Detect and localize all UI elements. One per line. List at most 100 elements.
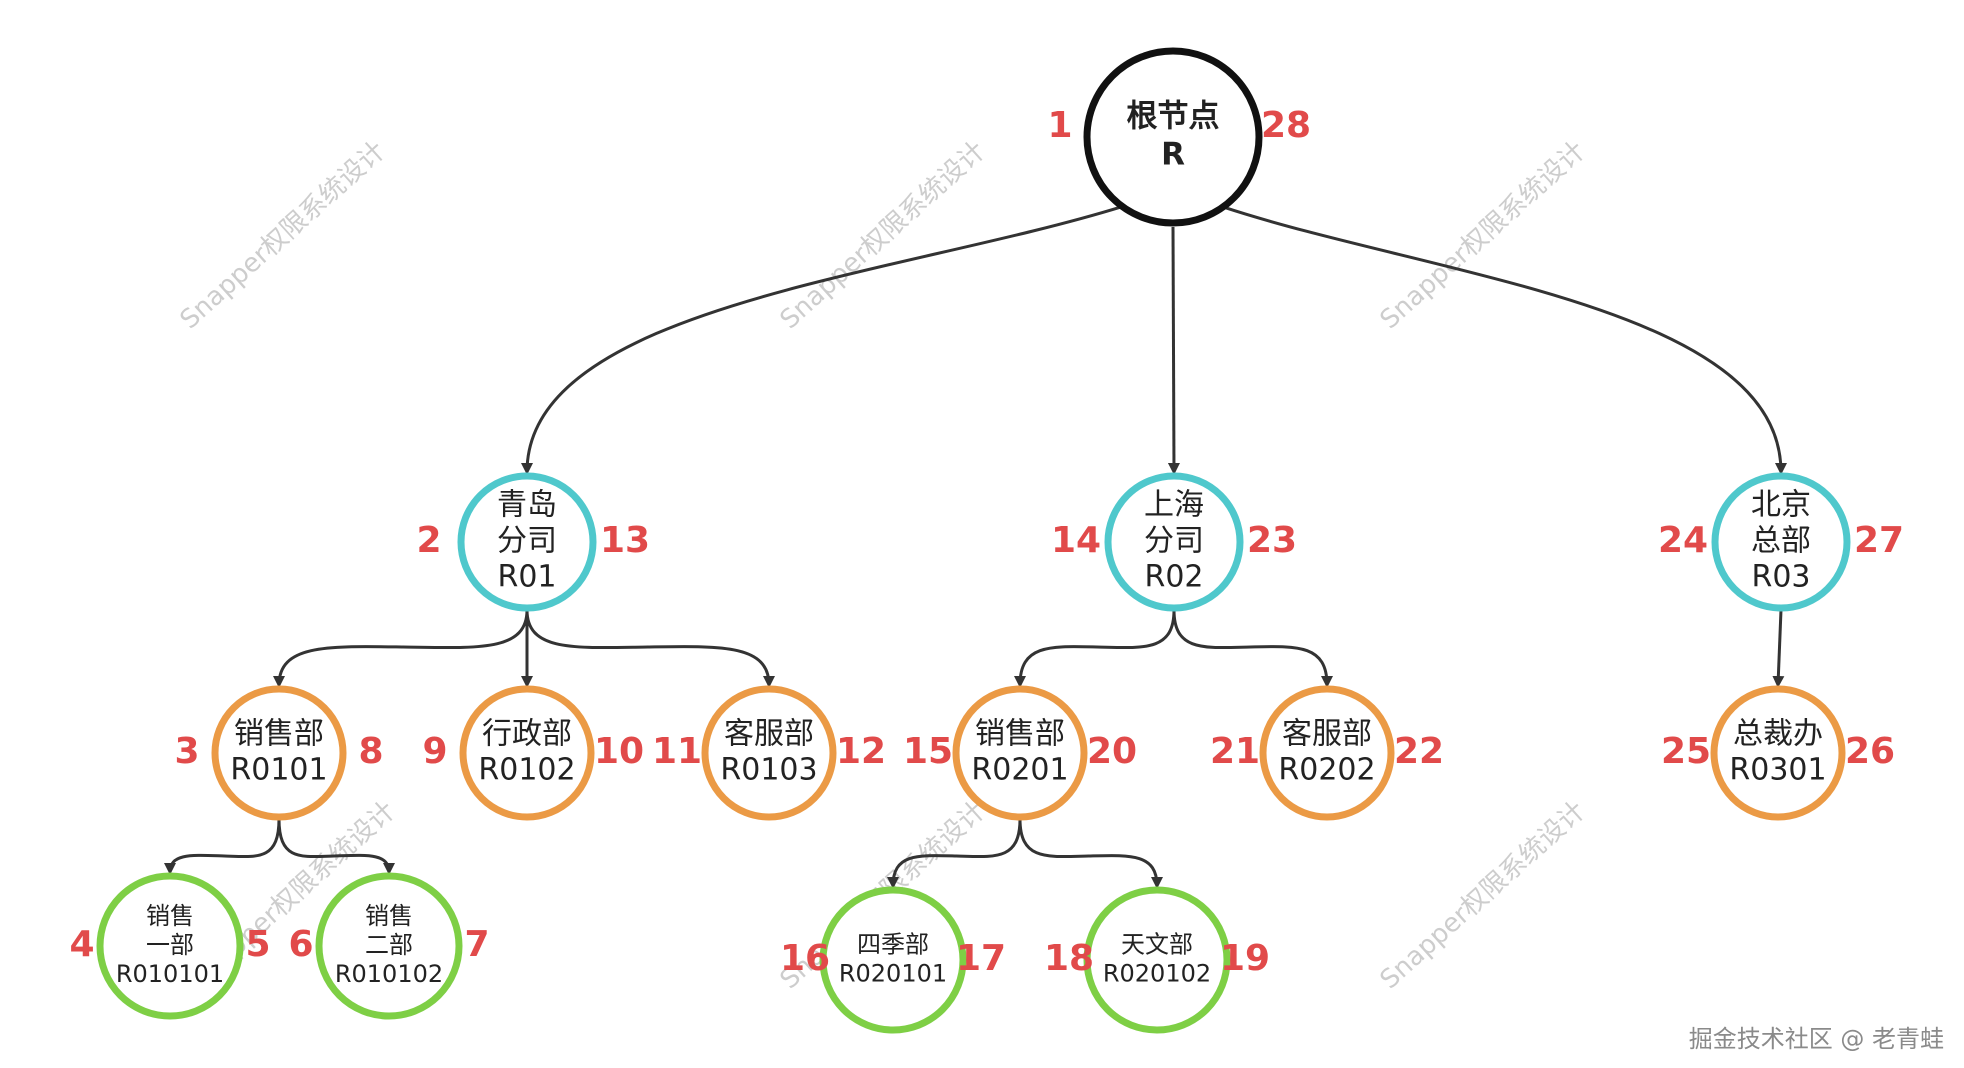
node-label-line: 四季部 xyxy=(857,931,929,959)
node-label-line: 青岛 xyxy=(497,488,557,523)
node-circle xyxy=(1711,472,1851,612)
node-label-line: 根节点 xyxy=(1127,99,1220,135)
edge-R0101-to-R010102 xyxy=(277,818,395,875)
node-label-line: 总裁办 xyxy=(1733,717,1823,752)
order-number-right: 7 xyxy=(464,924,489,965)
node-circle xyxy=(96,872,244,1020)
node-circle xyxy=(1259,685,1395,821)
order-number-right: 17 xyxy=(956,938,1006,979)
node-label-line: R0301 xyxy=(1729,753,1826,788)
node-label-line: 销售部 xyxy=(234,717,324,752)
edge-root-to-R02 xyxy=(1167,226,1180,475)
order-number-right: 23 xyxy=(1247,520,1297,561)
edge-R02-to-R0202 xyxy=(1172,609,1333,688)
node-label-line: R020102 xyxy=(1103,960,1211,988)
order-number-left: 6 xyxy=(288,924,313,965)
node-label-line: 天文部 xyxy=(1121,931,1193,959)
edge-root-to-R01 xyxy=(521,205,1123,475)
node-circle xyxy=(457,472,597,612)
order-number-left: 14 xyxy=(1051,520,1101,561)
node-label-line: R0201 xyxy=(971,753,1068,788)
order-number-left: 4 xyxy=(69,924,94,965)
order-number-left: 3 xyxy=(174,731,199,772)
order-number-right: 26 xyxy=(1845,731,1895,772)
node-label-line: R0102 xyxy=(478,753,575,788)
node-circle xyxy=(1083,47,1263,227)
order-number-right: 22 xyxy=(1394,731,1444,772)
order-number-left: 1 xyxy=(1047,105,1072,146)
node-circle xyxy=(701,685,837,821)
order-number-left: 25 xyxy=(1661,731,1711,772)
node-label-line: 分司 xyxy=(1144,524,1204,559)
node-label-line: R010101 xyxy=(116,960,224,988)
edge-R02-to-R0201 xyxy=(1014,609,1176,688)
node-label-line: R03 xyxy=(1751,560,1810,595)
node-label-line: 北京 xyxy=(1751,488,1811,523)
node-label-line: 分司 xyxy=(497,524,557,559)
order-number-right: 8 xyxy=(358,731,383,772)
edge-R0201-to-R020102 xyxy=(1018,818,1163,889)
node-label-line: 客服部 xyxy=(724,717,814,752)
node-circle xyxy=(1083,886,1231,1034)
order-number-left: 11 xyxy=(652,731,702,772)
watermark-text: Snapper权限系统设计 xyxy=(1375,136,1592,335)
order-number-right: 13 xyxy=(600,520,650,561)
node-label-line: R0202 xyxy=(1278,753,1375,788)
node-label-line: 上海 xyxy=(1144,488,1204,523)
node-circle xyxy=(952,685,1088,821)
node-circle xyxy=(211,685,347,821)
node-circle xyxy=(1104,472,1244,612)
node-label-line: 客服部 xyxy=(1282,717,1372,752)
order-number-left: 9 xyxy=(422,731,447,772)
node-label-line: R0103 xyxy=(720,753,817,788)
watermark-text: Snapper权限系统设计 xyxy=(175,136,392,335)
order-number-left: 15 xyxy=(903,731,953,772)
order-number-right: 12 xyxy=(836,731,886,772)
node-label-line: 总部 xyxy=(1751,524,1811,559)
node-circle xyxy=(315,872,463,1020)
node-circle xyxy=(459,685,595,821)
watermark-text: Snapper权限系统设计 xyxy=(775,136,992,335)
node-label-line: R020101 xyxy=(839,960,947,988)
order-number-left: 18 xyxy=(1044,938,1094,979)
node-label-line: 一部 xyxy=(146,931,194,959)
node-label-line: 行政部 xyxy=(482,717,572,752)
order-number-right: 20 xyxy=(1087,731,1137,772)
order-number-left: 24 xyxy=(1658,520,1708,561)
node-label-line: 销售部 xyxy=(975,717,1065,752)
node-label-line: R01 xyxy=(497,560,556,595)
node-label-line: R02 xyxy=(1144,560,1203,595)
node-label-line: R010102 xyxy=(335,960,443,988)
order-number-right: 10 xyxy=(594,731,644,772)
node-label-line: 二部 xyxy=(365,931,413,959)
edge-R0101-to-R010101 xyxy=(164,818,281,875)
node-label-line: 销售 xyxy=(365,902,413,930)
node-label-line: R xyxy=(1161,137,1185,173)
order-number-right: 28 xyxy=(1261,105,1311,146)
order-number-left: 2 xyxy=(416,520,441,561)
order-number-right: 5 xyxy=(245,924,270,965)
node-label-line: 销售 xyxy=(146,902,194,930)
edge-R03-to-R0301 xyxy=(1772,609,1785,688)
edge-R01-to-R0103 xyxy=(525,609,775,688)
order-number-right: 19 xyxy=(1220,938,1270,979)
watermark-text: Snapper权限系统设计 xyxy=(1375,796,1592,995)
footer-credit: 掘金技术社区 @ 老青蛙 xyxy=(1688,1025,1944,1053)
order-number-left: 16 xyxy=(780,938,830,979)
edge-R01-to-R0101 xyxy=(273,609,529,688)
edge-root-to-R03 xyxy=(1222,205,1787,475)
